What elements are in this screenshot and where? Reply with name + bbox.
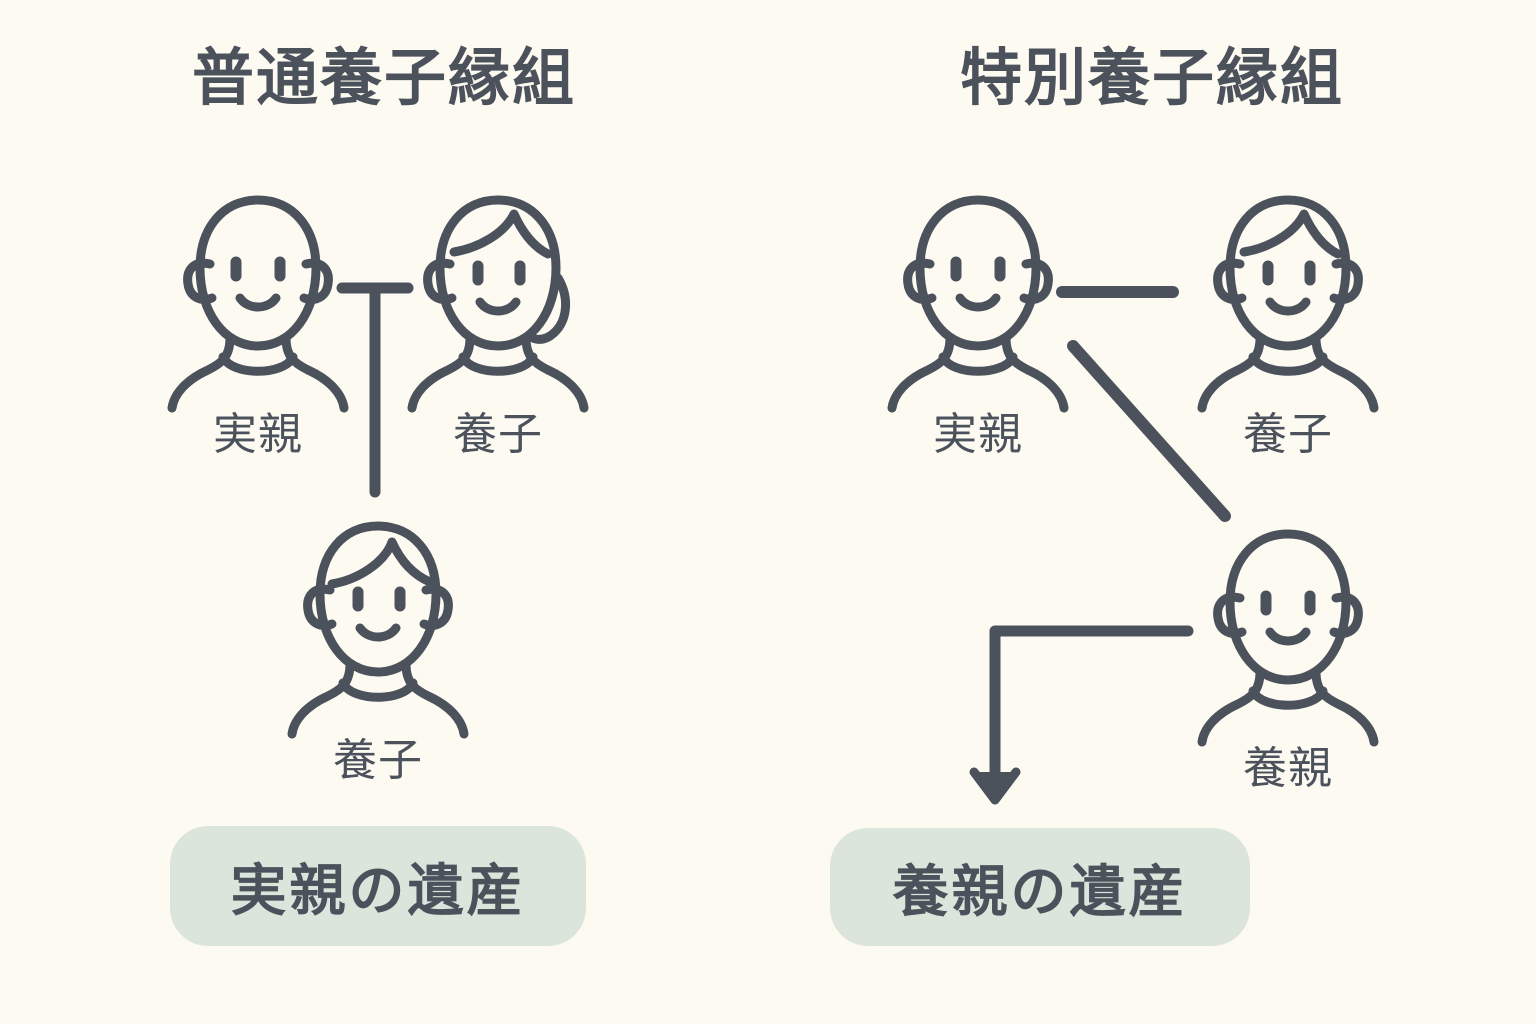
inheritance-arrow bbox=[969, 625, 1194, 805]
estate-badge-label-ordinary: 実親の遺産 bbox=[230, 858, 526, 924]
figure-label-birth-parent-right: 実親 bbox=[933, 409, 1023, 460]
figure-label-adoptee-right: 養子 bbox=[1243, 409, 1333, 460]
figure-birth-parent-right: 実親 bbox=[887, 186, 1069, 460]
long-hair-female-icon bbox=[407, 195, 589, 413]
swept-hair-youth-icon bbox=[1197, 195, 1379, 413]
bald-adult-male-icon bbox=[887, 195, 1069, 413]
bald-adult-male-icon bbox=[1197, 529, 1379, 747]
bald-adult-male-icon bbox=[167, 195, 349, 413]
figure-label-adoptive-parent-right: 養親 bbox=[1243, 743, 1333, 794]
short-hair-youth-icon bbox=[287, 521, 469, 739]
figure-adoptee-right: 養子 bbox=[1197, 186, 1379, 460]
figure-label-adoptee-child-left: 養子 bbox=[333, 735, 423, 786]
tee-connector-ordinary bbox=[336, 282, 414, 498]
panel-title-ordinary: 普通養子縁組 bbox=[191, 41, 576, 114]
estate-badge-special[interactable]: 養親の遺産 bbox=[830, 828, 1250, 946]
figure-adoptee-child-left: 養子 bbox=[287, 512, 469, 786]
panel-ordinary-adoption: 普通養子縁組 bbox=[167, 41, 589, 946]
figure-birth-parent-left: 実親 bbox=[167, 186, 349, 460]
estate-badge-label-special: 養親の遺産 bbox=[892, 859, 1188, 925]
panel-special-adoption: 特別養子縁組 bbox=[768, 0, 1536, 1024]
estate-badge-ordinary[interactable]: 実親の遺産 bbox=[170, 826, 586, 946]
figure-label-birth-parent-left: 実親 bbox=[213, 409, 303, 460]
figure-adoptee-top-left: 養子 bbox=[407, 186, 589, 460]
figure-label-adoptee-top-left: 養子 bbox=[453, 409, 543, 460]
figure-adoptive-parent-right: 養親 bbox=[1197, 520, 1379, 794]
panel-title-special: 特別養子縁組 bbox=[959, 41, 1344, 114]
